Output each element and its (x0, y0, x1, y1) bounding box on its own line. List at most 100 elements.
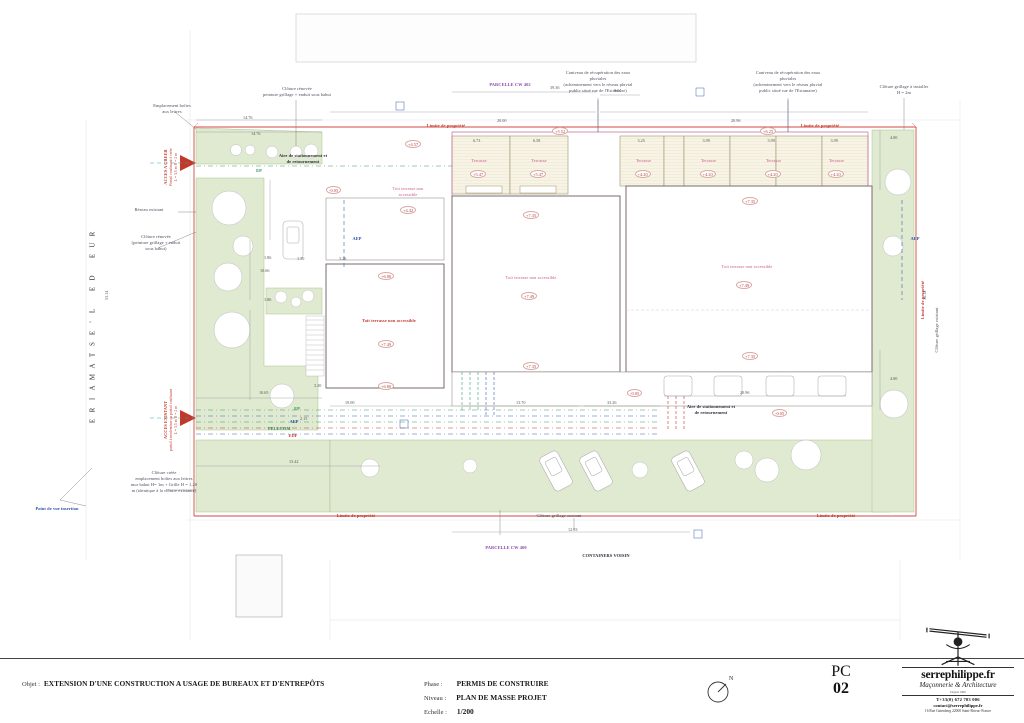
terrace-elevation-terrace-4: +4.20 (699, 170, 716, 178)
object-value: EXTENSION D'UNE CONSTRUCTION A USAGE DE … (43, 679, 325, 688)
rot-label-limite-right: Limite de propriété (920, 280, 925, 320)
terrace-dim-terrace-6: 3.99 (830, 138, 838, 143)
dimension-d-20-00: 20.00 (497, 118, 507, 123)
dimension-right-36-32: 36.32 (922, 290, 927, 300)
network-label-ep-bottom: EP (294, 406, 300, 411)
annotation-limite-propriete-3: Limite de propriété (336, 513, 376, 518)
annotation-reseau-existant: Réseau existant (134, 207, 164, 212)
annotation-toit-terrasse-2: Toit terrasse non accessible (505, 275, 557, 280)
terrace-dim-terrace-2: 6.58 (533, 138, 541, 143)
terrace-dim-terrace-5: 3.99 (767, 138, 775, 143)
network-label-ep-top: EP (256, 168, 262, 173)
terrace-elevation-terrace-1: +5.47 (470, 170, 487, 178)
elevation-e-7-49-c: +7.49 (736, 281, 753, 289)
dimension-d-3-20: 3.20 (314, 383, 322, 388)
dimension-d-12-93: 12.93 (568, 527, 578, 532)
network-label-aep1-right: AEP (352, 236, 362, 241)
sheet-code: PC 02 (818, 664, 864, 698)
logo-phone: T+33(0) 672 703 006 (936, 697, 980, 702)
dimension-d-14-76-b: 14.76 (251, 131, 261, 136)
leader-lines (59, 98, 905, 535)
terrace-label-terrace-5: Terrasse (765, 158, 782, 163)
title-block: Objet : EXTENSION D'UNE CONSTRUCTION A U… (0, 658, 1024, 723)
annotation-limite-propriete-2: Limite de propriété (800, 123, 840, 128)
north-label: N (729, 676, 734, 682)
elevation-e-6-80-a: +6.80 (378, 272, 395, 280)
network-label-edf: EDF (288, 433, 298, 438)
elevation-e-7-49-b: +7.49 (521, 292, 538, 300)
tree-symbols (211, 143, 912, 483)
elevation-e-5-52: +5.52 (552, 127, 569, 135)
dimension-d-14-76-a: 14.76 (243, 115, 253, 120)
street-name-letter: E (88, 417, 97, 424)
elevation-e-0-05-c: -0.05 (772, 409, 788, 417)
annotation-emplacement-boites: Emplacement boîtes aux lettres (153, 103, 191, 114)
terrace-dim-terrace-1: 6.73 (473, 138, 481, 143)
dimension-d-20-96-b: 20.96 (740, 390, 750, 395)
network-label-telecom: TELECOM (267, 426, 291, 431)
dimension-d-1-86-b: 1.86 (264, 297, 272, 302)
dimension-d-1-30: 1.30 (297, 256, 305, 261)
parcel-label-containers: CONTAINERS VOISIN (582, 553, 630, 558)
object-label: Objet : (22, 681, 40, 688)
level-row: Niveau : PLAN DE MASSE PROJET (424, 687, 547, 705)
annotation-point-vue-insertion: Point de vue insertion (35, 506, 79, 511)
dimension-left-53-14: 53.14 (104, 290, 109, 300)
dimension-d-13-70: 13.70 (516, 400, 526, 405)
logo-tagline: Maçonnerie & Architecture (919, 681, 997, 689)
terrace-elevation-terrace-2: +5.47 (530, 170, 547, 178)
level-label: Niveau : (424, 695, 447, 702)
phase-value: PERMIS DE CONSTRUIRE (456, 679, 549, 688)
phase-label: Phase : (424, 681, 443, 688)
dimension-d-4-00-b: 4.00 (890, 376, 898, 381)
site-plan-drawing (59, 13, 961, 640)
terrace-label-terrace-3: Terrasse (635, 158, 652, 163)
terrace-elevation-terrace-6: +4.20 (827, 170, 844, 178)
dimension-d-4-00-a: 4.00 (890, 135, 898, 140)
object-row: Objet : EXTENSION D'UNE CONSTRUCTION A U… (22, 673, 324, 691)
terrace-elevation-terrace-5: +4.20 (764, 170, 781, 178)
dimension-d-39-36: 39.36 (550, 85, 560, 90)
annotation-caniveau-1: Caniveau de récupération des eaux pluvia… (563, 70, 633, 93)
dimension-d-10-66: 10.66 (260, 268, 270, 273)
green-areas (195, 127, 915, 513)
dimension-d-33-26: 33.26 (607, 400, 617, 405)
dimension-d-9-04: 9.04 (614, 88, 622, 93)
network-label-aep2-right: AEP (910, 236, 920, 241)
level-value: PLAN DE MASSE PROJET (456, 693, 547, 702)
terrace-elevation-terrace-3: +4.20 (634, 170, 651, 178)
annotation-cloture-creee: Clôture créée emplacement boîtes aux let… (130, 470, 198, 493)
network-lines (196, 100, 903, 435)
scale-value: 1/200 (456, 707, 474, 716)
dimension-d-2-15: 2.15 (300, 416, 308, 421)
elevation-e-7-35-a: +7.35 (523, 211, 540, 219)
dimension-d-10-65: 10.65 (259, 390, 269, 395)
north-arrow-icon (707, 681, 729, 703)
dimension-d-19-00: 19.00 (345, 400, 355, 405)
annotation-toit-terrasse-3: Toit terrasse non accessible (721, 264, 773, 269)
annotation-toit-terrasse-4: Toit terrasse non accessible (392, 186, 424, 197)
network-label-aep: AEP (289, 419, 299, 424)
buildings (325, 185, 873, 407)
elevation-e-7-49-a: +7.49 (378, 340, 395, 348)
phase-row: Phase : PERMIS DE CONSTRUIRE (424, 673, 549, 691)
dimension-d-3-26: 3.26 (339, 256, 347, 261)
annotation-aire-stationnement-2: Aire de stationnement et de retournement (686, 404, 736, 415)
parcel-label-north: PARCELLE CW 402 (489, 82, 531, 87)
sheet-code-number: 02 (833, 680, 849, 697)
car-symbols (282, 220, 847, 492)
dimension-lines (196, 91, 881, 533)
sheet-code-prefix: PC (831, 663, 851, 680)
dimension-d-20-96: 20.96 (731, 118, 741, 123)
terrace-label-terrace-2: Terrasse (531, 158, 547, 163)
annotation-cloture-grillage-exist: Clôture grillage existant (536, 513, 582, 518)
parcel-label-south: PARCELLE CW 400 (485, 545, 527, 550)
scale-row: Echelle : 1/200 (424, 701, 474, 719)
annotation-cloture-grillage-top: Clôture grillage à installer H = 2m (879, 84, 929, 95)
access-detail-acces-a-creer: Portail coulissant à créer L = 3,5 m H =… (168, 148, 178, 186)
elevation-e-7-35-b: +7.35 (742, 197, 759, 205)
company-logo-block: serrephilippe.fr Maçonnerie & Architectu… (896, 622, 1020, 714)
terrace-label-terrace-4: Terrasse (700, 158, 717, 163)
